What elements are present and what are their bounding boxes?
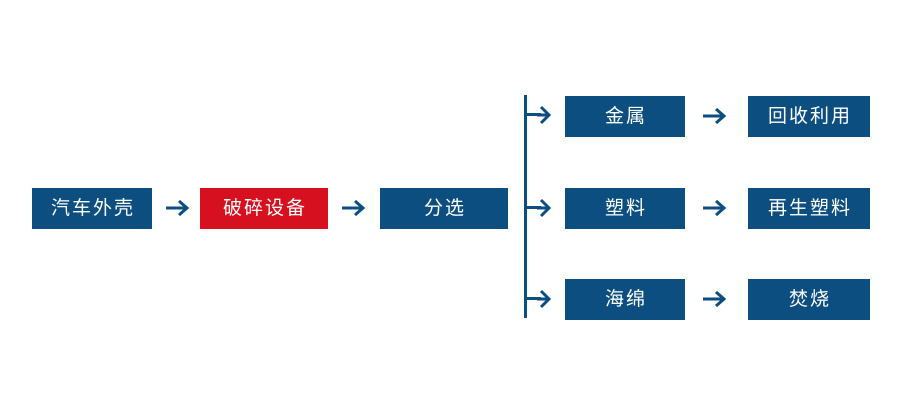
- node-shredder[interactable]: 破碎设备: [200, 188, 328, 229]
- arrow-right-icon-split-to-sponge: [536, 288, 552, 310]
- arrow-right-icon-plastic-to-outcome: [702, 196, 732, 220]
- branch-stub-metal: [524, 113, 541, 116]
- arrow-right-icon-split-to-plastic: [536, 197, 552, 219]
- node-shell[interactable]: 汽车外壳: [32, 188, 152, 229]
- node-shredder-label: 破碎设备: [222, 198, 307, 219]
- node-outcome-regenerated-plastic-label: 再生塑料: [767, 198, 852, 219]
- arrow-right-icon-sponge-to-outcome: [702, 287, 732, 311]
- arrow-right-icon-shredder-to-sorting: [341, 196, 371, 220]
- node-material-metal[interactable]: 金属: [565, 96, 685, 137]
- node-material-sponge[interactable]: 海绵: [565, 279, 685, 320]
- node-outcome-recycle[interactable]: 回收利用: [748, 96, 870, 137]
- node-material-sponge-label: 海绵: [604, 289, 647, 310]
- node-shell-label: 汽车外壳: [50, 198, 135, 219]
- branch-stub-sponge: [524, 297, 541, 300]
- node-sorting-label: 分选: [423, 198, 466, 219]
- node-material-plastic-label: 塑料: [604, 198, 647, 219]
- node-outcome-incineration[interactable]: 焚烧: [748, 279, 870, 320]
- node-outcome-incineration-label: 焚烧: [788, 289, 831, 310]
- node-outcome-regenerated-plastic[interactable]: 再生塑料: [748, 188, 870, 229]
- branch-stub-plastic: [524, 206, 541, 209]
- node-sorting[interactable]: 分选: [380, 188, 508, 229]
- arrow-right-icon-metal-to-outcome: [702, 104, 732, 128]
- node-material-metal-label: 金属: [604, 106, 647, 127]
- node-outcome-recycle-label: 回收利用: [767, 106, 852, 127]
- arrow-right-icon-shell-to-shredder: [165, 196, 195, 220]
- arrow-right-icon-split-to-metal: [536, 104, 552, 126]
- node-material-plastic[interactable]: 塑料: [565, 188, 685, 229]
